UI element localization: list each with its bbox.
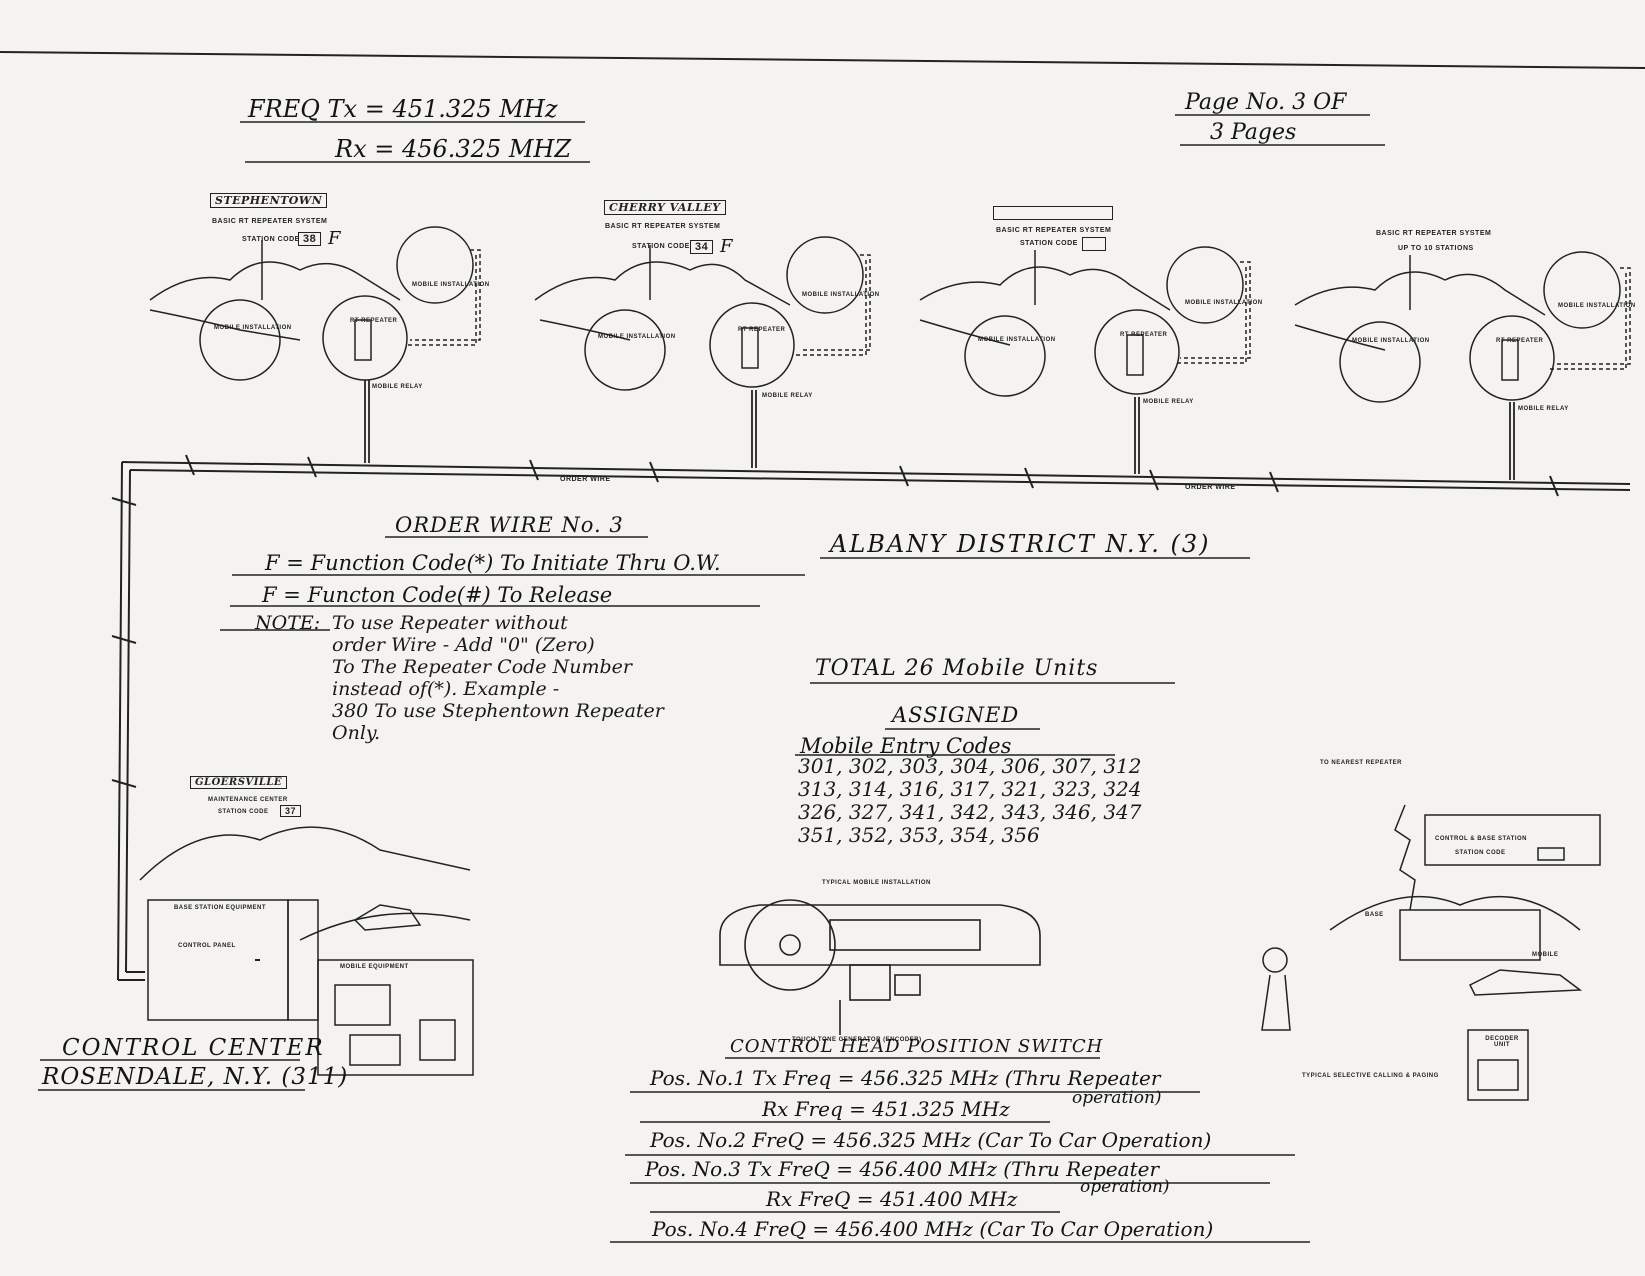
repeater-3-mobile-bottom: MOBILE INSTALLATION xyxy=(978,337,1056,343)
base-code-label: STATION CODE xyxy=(1455,850,1506,856)
typical-mobile-label: TYPICAL MOBILE INSTALLATION xyxy=(822,880,931,886)
pos2-freq: Pos. No.2 FreQ = 456.325 MHz (Car To Car… xyxy=(650,1128,1212,1152)
repeater-2-suffix: F xyxy=(720,236,733,257)
entry-codes-row: 351, 352, 353, 354, 356 xyxy=(798,823,1040,847)
repeater-site-1-art xyxy=(149,226,481,381)
repeater-2-system: BASIC RT REPEATER SYSTEM xyxy=(605,223,721,230)
repeater-1-mobile-top: MOBILE INSTALLATION xyxy=(412,282,490,288)
repeater-2-name: CHERRY VALLEY xyxy=(604,200,726,215)
repeater-1-suffix: F xyxy=(328,228,341,249)
repeater-1-system: BASIC RT REPEATER SYSTEM xyxy=(212,218,328,225)
to-nearest-repeater: TO NEAREST REPEATER xyxy=(1320,760,1402,766)
control-panel-label: CONTROL PANEL xyxy=(178,943,236,949)
total-mobile-units: TOTAL 26 Mobile Units xyxy=(815,656,1099,681)
note-label: NOTE: xyxy=(255,612,321,634)
control-center-location: ROSENDALE, N.Y. (311) xyxy=(42,1064,349,1090)
freq-rx: Rx = 456.325 MHZ xyxy=(335,135,572,163)
maintenance-code-label: STATION CODE xyxy=(218,809,269,815)
repeater-4-code-label: UP TO 10 STATIONS xyxy=(1398,245,1474,252)
repeater-2-mobile-top: MOBILE INSTALLATION xyxy=(802,292,880,298)
maintenance-center-art xyxy=(139,826,474,1076)
repeater-3-mobile-top: MOBILE INSTALLATION xyxy=(1185,300,1263,306)
repeater-4-mobile-bottom: MOBILE INSTALLATION xyxy=(1352,338,1430,344)
entry-codes-row: 301, 302, 303, 304, 306, 307, 312 xyxy=(798,754,1142,778)
base-equipment-label: BASE STATION EQUIPMENT xyxy=(173,905,267,911)
pos1-operation: operation) xyxy=(1072,1088,1162,1108)
base-station-art xyxy=(1261,804,1601,1101)
repeater-1-name: STEPHENTOWN xyxy=(210,193,328,208)
repeater-2-relay: MOBILE RELAY xyxy=(762,393,813,399)
district-title: ALBANY DISTRICT N.Y. (3) xyxy=(830,530,1211,558)
page-number: Page No. 3 OF xyxy=(1185,90,1347,115)
page-total: 3 Pages xyxy=(1210,120,1297,145)
repeater-3-code-label: STATION CODE xyxy=(1020,240,1078,247)
repeater-2-mobile-bottom: MOBILE INSTALLATION xyxy=(598,334,676,340)
order-wire-label-1: ORDER WIRE xyxy=(560,476,611,483)
entry-codes-row: 326, 327, 341, 342, 343, 346, 347 xyxy=(798,800,1142,824)
repeater-site-4-art xyxy=(1294,251,1631,403)
control-center-title: CONTROL CENTER xyxy=(62,1035,325,1061)
maintenance-label: MAINTENANCE CENTER xyxy=(208,797,288,803)
repeater-4-relay: MOBILE RELAY xyxy=(1518,406,1569,412)
repeater-2-label: RT REPEATER xyxy=(738,327,786,333)
pos3-operation: operation) xyxy=(1080,1177,1170,1197)
assigned-label: ASSIGNED xyxy=(892,703,1020,727)
encoder-label: TOUCH TONE GENERATOR (ENCODER) xyxy=(792,1037,922,1043)
entry-codes-list: 301, 302, 303, 304, 306, 307, 312 313, 3… xyxy=(798,755,1142,847)
selective-calling-caption: TYPICAL SELECTIVE CALLING & PAGING xyxy=(1302,1073,1439,1079)
order-wire-title: ORDER WIRE No. 3 xyxy=(395,513,624,537)
function-initiate: F = Function Code(*) To Initiate Thru O.… xyxy=(265,551,721,575)
function-release: F = Functon Code(#) To Release xyxy=(262,583,613,607)
repeater-site-2-art xyxy=(534,236,871,391)
repeater-3-system: BASIC RT REPEATER SYSTEM xyxy=(996,227,1112,234)
decoder-label: DECODER UNIT xyxy=(1485,1036,1519,1048)
repeater-2-code-label: STATION CODE xyxy=(632,243,690,250)
repeater-4-label: RT REPEATER xyxy=(1496,338,1544,344)
order-wire-label-2: ORDER WIRE xyxy=(1185,484,1236,491)
control-head-title: CONTROL HEAD POSITION SWITCH xyxy=(730,1036,1104,1057)
base-label: BASE xyxy=(1365,912,1384,918)
repeater-1-label: RT REPEATER xyxy=(350,318,398,324)
repeater-1-mobile-bottom: MOBILE INSTALLATION xyxy=(214,325,292,331)
control-base-station: CONTROL & BASE STATION xyxy=(1435,836,1527,842)
repeater-1-relay: MOBILE RELAY xyxy=(372,384,423,390)
note-text: To use Repeater without order Wire - Add… xyxy=(332,612,664,744)
repeater-site-3-art xyxy=(919,246,1251,397)
repeater-3-name-box xyxy=(993,206,1113,220)
maintenance-name: GLOERSVILLE xyxy=(190,776,288,789)
mobile-label: MOBILE xyxy=(1532,952,1559,958)
repeater-1-code-label: STATION CODE xyxy=(242,236,300,243)
entry-codes-title: Mobile Entry Codes xyxy=(800,734,1012,758)
entry-codes-row: 313, 314, 316, 317, 321, 323, 324 xyxy=(798,777,1142,801)
repeater-4-system: BASIC RT REPEATER SYSTEM xyxy=(1376,230,1492,237)
repeater-4-mobile-top: MOBILE INSTALLATION xyxy=(1558,303,1636,309)
mobile-equipment-label: MOBILE EQUIPMENT xyxy=(340,964,409,970)
maintenance-code: 37 xyxy=(280,805,302,817)
repeater-3-relay: MOBILE RELAY xyxy=(1143,399,1194,405)
pos1-rx: Rx Freq = 451.325 MHz xyxy=(762,1097,1010,1121)
repeater-1-code: 38 xyxy=(298,232,322,246)
order-wire-line xyxy=(117,461,1631,981)
repeater-3-label: RT REPEATER xyxy=(1120,332,1168,338)
pos3-tx: Pos. No.3 Tx FreQ = 456.400 MHz (Thru Re… xyxy=(645,1157,1160,1181)
pos1-tx: Pos. No.1 Tx Freq = 456.325 MHz (Thru Re… xyxy=(650,1066,1161,1090)
repeater-2-code: 34 xyxy=(690,240,714,254)
dashboard-art xyxy=(719,899,1041,1035)
pos4-freq: Pos. No.4 FreQ = 456.400 MHz (Car To Car… xyxy=(652,1217,1214,1241)
pos3-rx: Rx FreQ = 451.400 MHz xyxy=(766,1187,1018,1211)
repeater-3-code-box xyxy=(1082,237,1106,251)
freq-tx: FREQ Tx = 451.325 MHz xyxy=(248,95,558,123)
